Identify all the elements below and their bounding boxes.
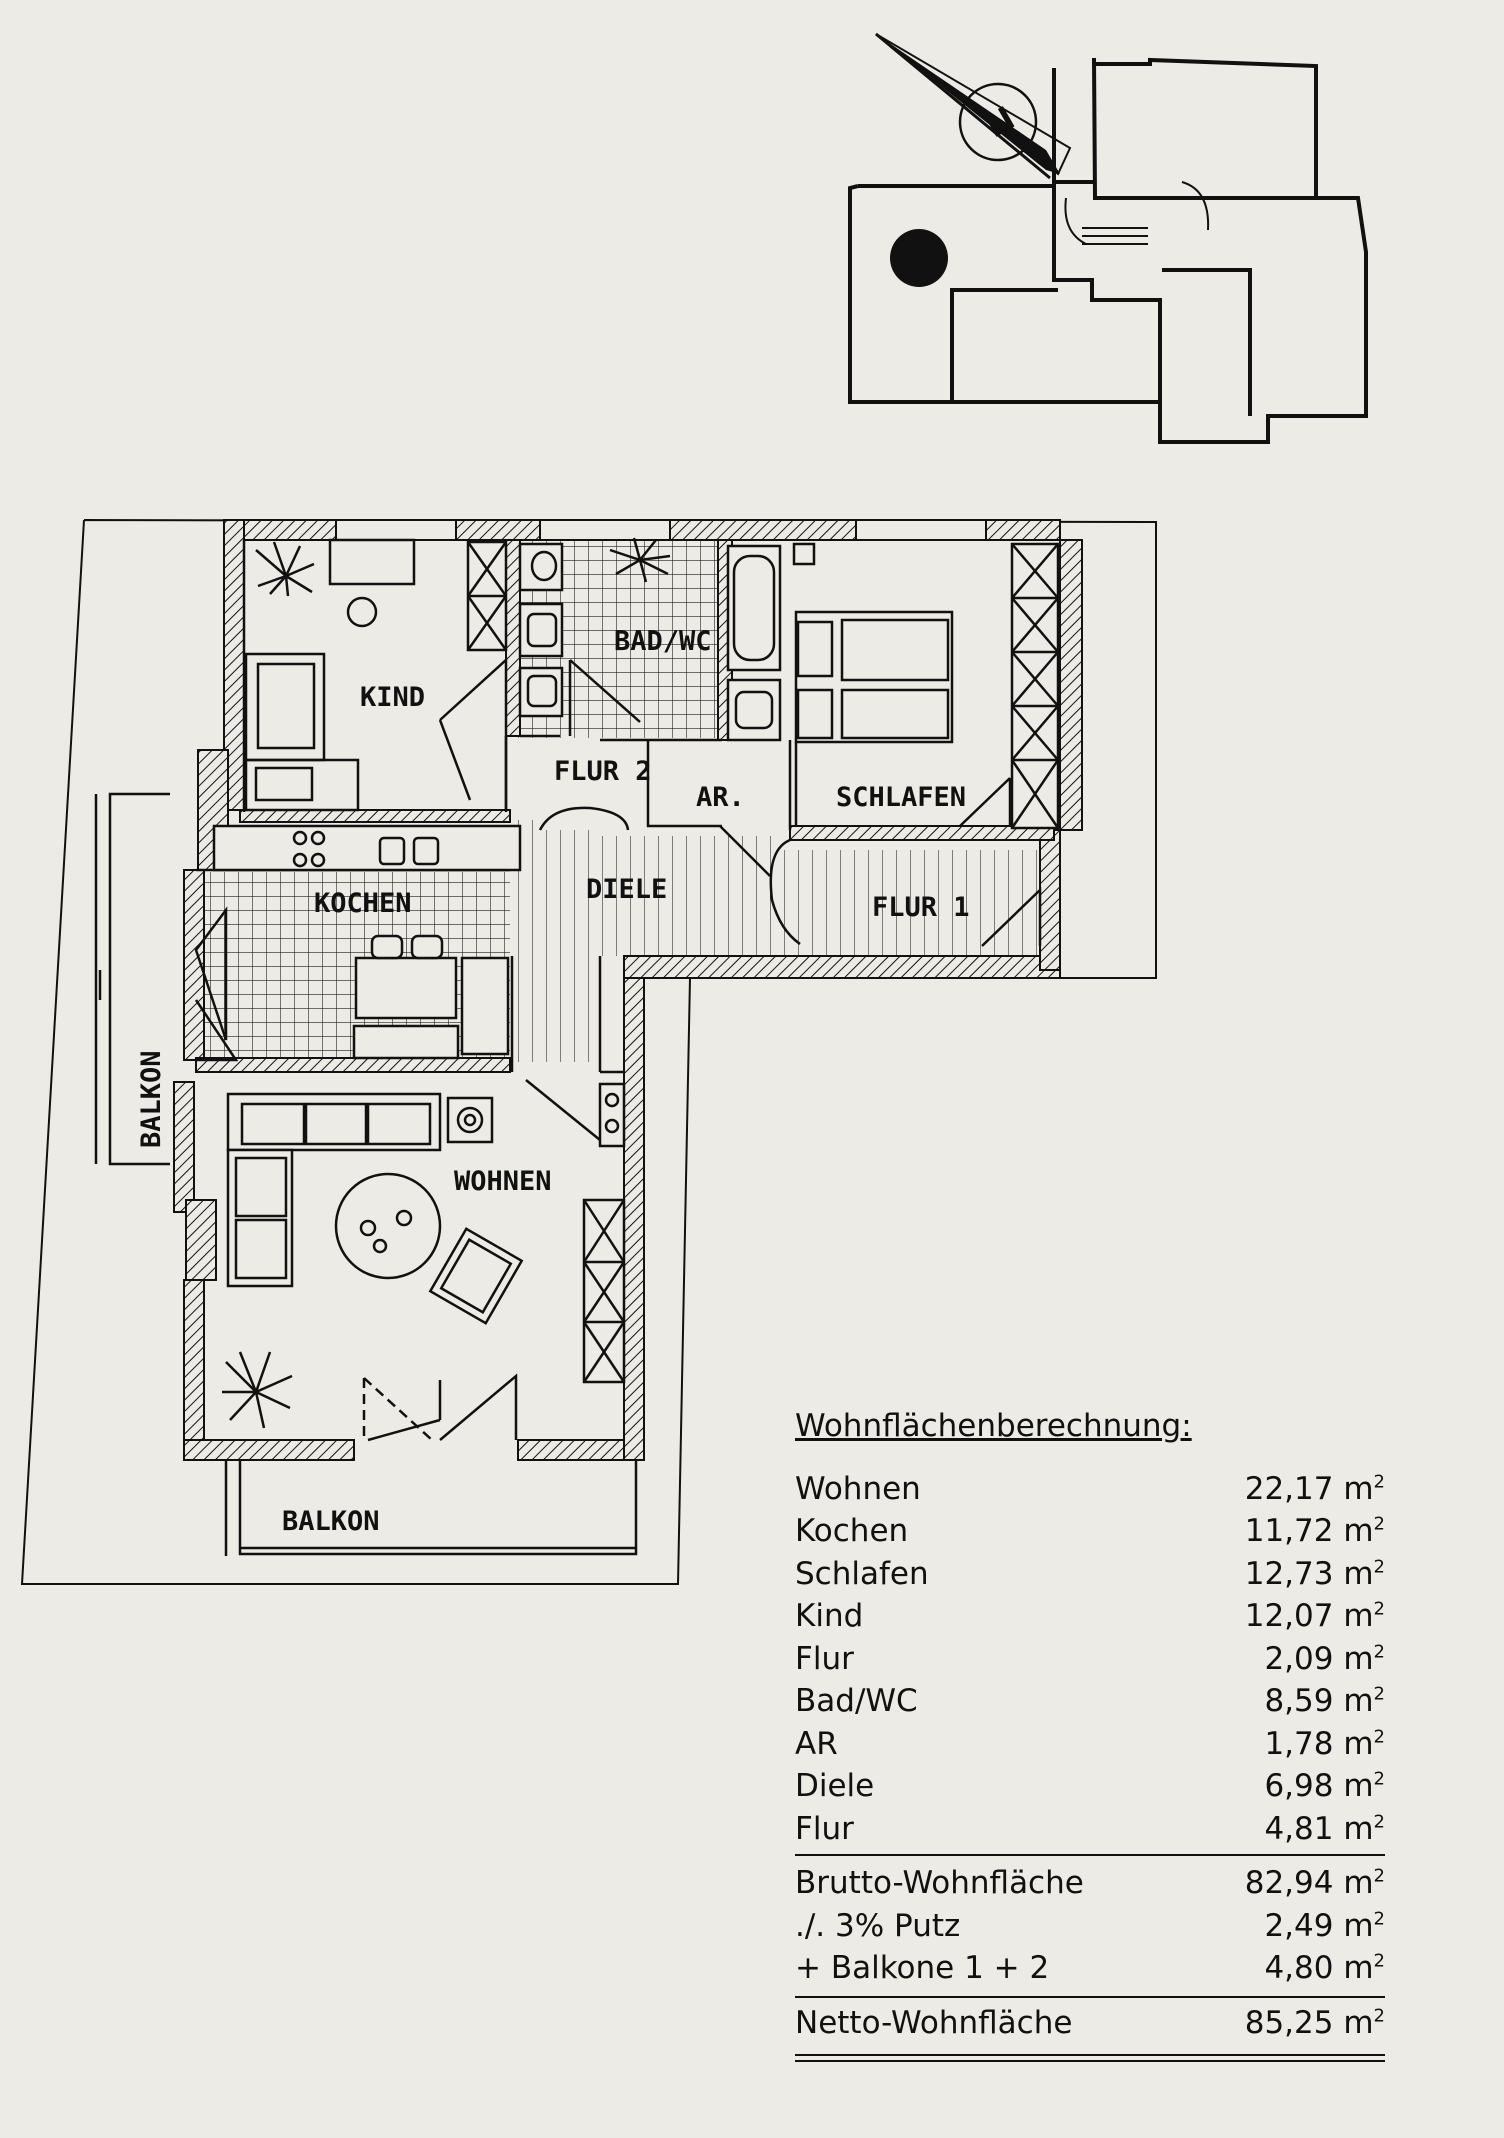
balkone-value: 4,80 m2	[1264, 1950, 1385, 1986]
kitchen-furniture	[194, 824, 522, 1062]
area-row-value: 12,07 m2	[1244, 1598, 1385, 1634]
plant-icon	[222, 1351, 293, 1429]
area-row: Kochen 11,72 m2	[795, 1510, 1385, 1553]
area-row-value: 11,72 m2	[1244, 1513, 1385, 1549]
diele-arch-doors	[538, 806, 630, 831]
area-row-value: 22,17 m2	[1244, 1470, 1385, 1507]
area-row: Wohnen 22,17 m2	[795, 1468, 1385, 1511]
room-label-kind: KIND	[360, 682, 425, 713]
room-label-kochen: KOCHEN	[314, 888, 412, 919]
area-row-label: Flur	[795, 1640, 854, 1677]
brutto-row: Brutto-Wohnfläche 82,94 m2	[795, 1862, 1385, 1905]
netto-value: 85,25 m2	[1244, 2004, 1385, 2041]
area-row-value: 8,59 m2	[1264, 1683, 1385, 1719]
balkone-row: + Balkone 1 + 2 4,80 m2	[795, 1947, 1385, 1990]
putz-value: 2,49 m2	[1264, 1907, 1385, 1944]
room-label-diele: DIELE	[586, 874, 667, 905]
area-rows: Wohnen 22,17 m2 Kochen 11,72 m2 Schlafen 12,7…	[795, 1468, 1385, 1851]
area-row: Flur 2,09 m2	[795, 1638, 1385, 1681]
double-underline	[795, 2054, 1385, 2062]
diele-door-arc	[769, 838, 801, 946]
balkone-label: + Balkone 1 + 2	[795, 1950, 1050, 1986]
key-plan	[848, 57, 1368, 444]
living-balcony-door	[439, 1373, 518, 1441]
area-row-label: Kind	[795, 1598, 864, 1634]
kind-furniture	[244, 538, 508, 812]
area-row-label: Wohnen	[795, 1470, 921, 1507]
room-label-flur2: FLUR 2	[554, 756, 652, 787]
area-row: AR 1,78 m2	[795, 1723, 1385, 1766]
flur1-door	[981, 887, 1042, 947]
compass-rose	[875, 32, 1072, 180]
area-row: Diele 6,98 m2	[795, 1765, 1385, 1808]
bedroom-furniture	[792, 542, 1060, 830]
netto-row: Netto-Wohnfläche 85,25 m2	[795, 2002, 1385, 2045]
area-row-label: Flur	[795, 1810, 854, 1847]
living-door	[367, 1380, 442, 1442]
living-door-dashed	[362, 1377, 433, 1441]
windows	[335, 519, 987, 541]
area-table-heading: Wohnflächenberechnung:	[795, 1408, 1192, 1444]
brutto-value: 82,94 m2	[1244, 1865, 1385, 1901]
putz-row: ./. 3% Putz 2,49 m2	[795, 1905, 1385, 1948]
room-label-flur1: FLUR 1	[872, 892, 970, 923]
flur1-floor	[780, 850, 1060, 956]
room-label-balkon-south: BALKON	[282, 1506, 380, 1537]
area-row: Kind 12,07 m2	[795, 1595, 1385, 1638]
south-balcony	[224, 1460, 638, 1556]
plant-icon	[255, 541, 315, 597]
room-label-ar: AR.	[696, 782, 745, 813]
bath-fixtures	[518, 542, 782, 742]
room-label-balkon-west: BALKON	[136, 1050, 167, 1148]
plant-icon	[609, 537, 671, 583]
area-row: Bad/WC 8,59 m2	[795, 1680, 1385, 1723]
living-furniture	[226, 1082, 626, 1384]
room-label-schlafen: SCHLAFEN	[836, 782, 966, 813]
area-row-label: AR	[795, 1725, 838, 1762]
west-balcony	[94, 792, 170, 1166]
area-row-label: Bad/WC	[795, 1683, 918, 1719]
wohnen-entry	[525, 1079, 601, 1141]
room-label-wohnen: WOHNEN	[454, 1166, 552, 1197]
area-row-value: 6,98 m2	[1264, 1768, 1385, 1804]
area-row-value: 4,81 m2	[1264, 1810, 1385, 1847]
area-row-label: Diele	[795, 1768, 875, 1804]
apartment-location-marker	[890, 229, 948, 287]
bath-door	[568, 659, 641, 736]
area-row: Flur 4,81 m2	[795, 1808, 1385, 1851]
area-row-label: Schlafen	[795, 1555, 929, 1592]
area-row-value: 1,78 m2	[1264, 1725, 1385, 1762]
netto-label: Netto-Wohnfläche	[795, 2004, 1073, 2041]
area-row: Schlafen 12,73 m2	[795, 1553, 1385, 1596]
putz-label: ./. 3% Putz	[795, 1907, 961, 1944]
area-row-value: 2,09 m2	[1264, 1640, 1385, 1677]
diele-floor	[512, 820, 602, 1062]
divider	[795, 1854, 1385, 1856]
divider	[795, 1995, 1385, 1998]
room-label-bad-wc: BAD/WC	[614, 626, 712, 657]
area-row-label: Kochen	[795, 1513, 909, 1549]
ar-door	[719, 825, 771, 877]
bedroom-door	[959, 777, 1012, 827]
area-row-value: 12,73 m2	[1244, 1555, 1385, 1592]
brutto-label: Brutto-Wohnfläche	[795, 1865, 1084, 1901]
